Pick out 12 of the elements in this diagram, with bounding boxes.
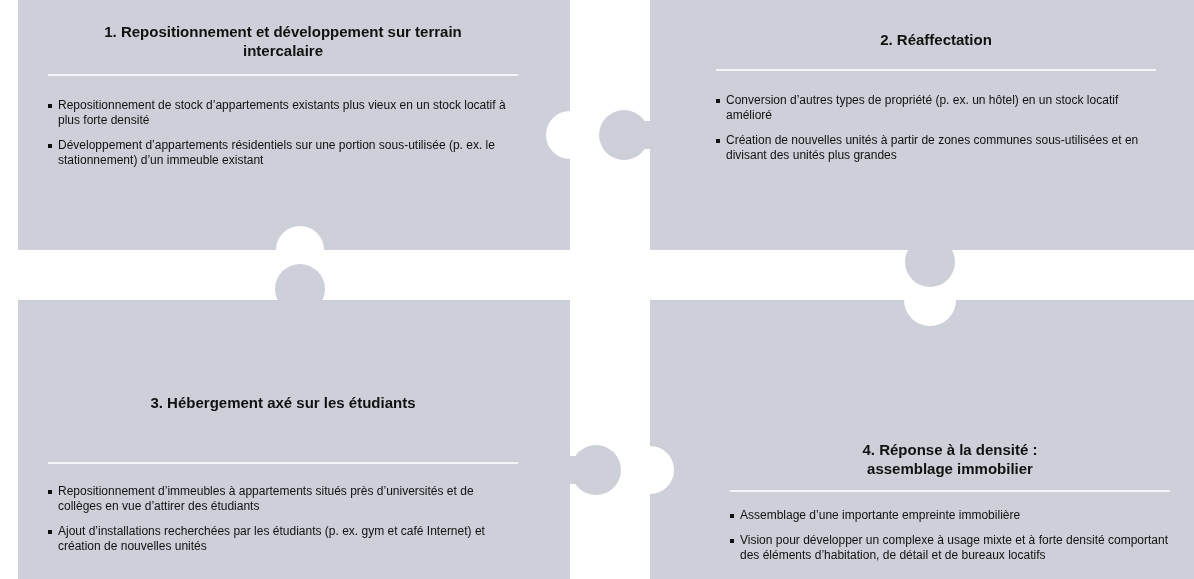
bullet-item: Assemblage d’une importante empreinte immobilière [730, 508, 1170, 523]
bullet-item: Repositionnement de stock d’appartements existants plus vieux en un stock locatif à plus forte densité [48, 98, 518, 128]
bullet-item: Conversion d’autres types de propriété (p. ex. un hôtel) en un stock locatif amélioré [716, 93, 1156, 123]
bullet-item: Vision pour développer un complexe à usage mixte et à forte densité comportant des éléments d’habitation, de détail et de bureaux locatifs [730, 533, 1170, 563]
piece-heading: 3. Hébergement axé sur les étudiants [149, 393, 417, 412]
piece-heading: 4. Réponse à la densité : assemblage immobilier [861, 440, 1039, 478]
bullet-item: Ajout d’installations recherchées par les étudiants (p. ex. gym et café Internet) et création de nouvelles unités [48, 524, 518, 554]
piece-heading: 1. Repositionnement et développement sur terrain intercalaire [103, 22, 463, 60]
bullet-item: Développement d’appartements résidentiels sur une portion sous-utilisée (p. ex. le stationnement) d’un immeuble existant [48, 138, 518, 168]
piece-heading: 2. Réaffectation [879, 30, 993, 49]
bullet-item: Création de nouvelles unités à partir de zones communes sous-utilisées et en divisant des unités plus grandes [716, 133, 1156, 163]
bullet-item: Repositionnement d’immeubles à appartements situés près d’universités et de collèges en vue d’attirer des étudiants [48, 484, 518, 514]
